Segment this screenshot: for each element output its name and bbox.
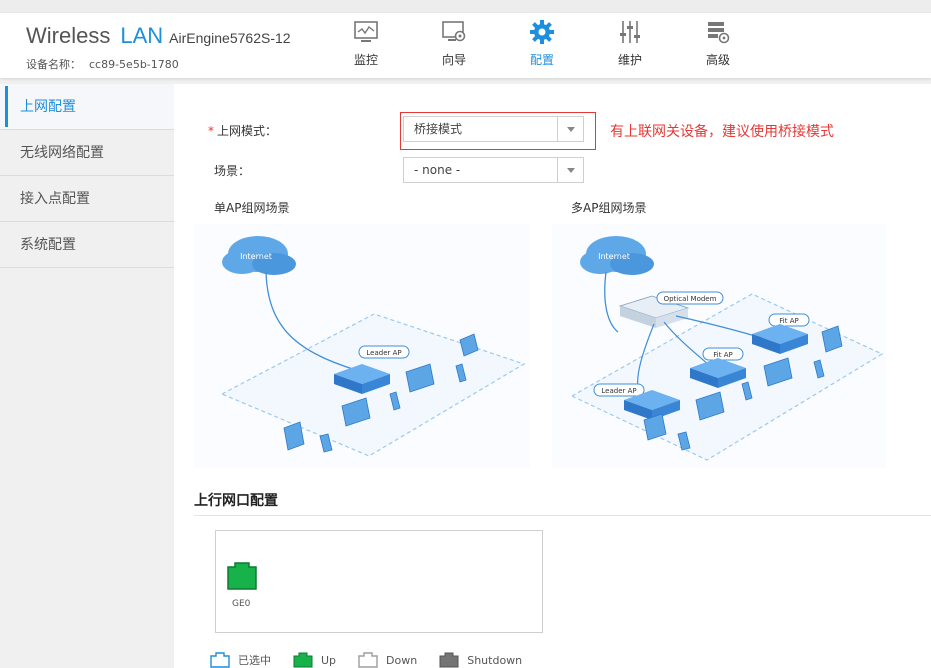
- leader-ap-label: Leader AP: [601, 387, 636, 395]
- nav-maintain-label: 维护: [617, 53, 642, 67]
- brand: Wireless LAN AirEngine5762S-12: [26, 23, 291, 49]
- legend-shutdown: Shutdown: [439, 652, 522, 668]
- legend-selected: 已选中: [210, 652, 271, 668]
- brand-lan: LAN: [120, 23, 164, 48]
- internet-label: Internet: [598, 252, 630, 261]
- sidebar-item-label: 接入点配置: [20, 191, 90, 207]
- sidebar-item-label: 无线网络配置: [20, 145, 104, 161]
- gear-icon: [530, 20, 554, 44]
- sidebar-item-system-config[interactable]: 系统配置: [0, 222, 174, 268]
- port-up-icon: [293, 652, 313, 668]
- device-name-value: cc89-5e5b-1780: [89, 58, 179, 71]
- wizard-icon: [442, 21, 466, 42]
- multi-ap-scene[interactable]: Internet Optical Modem Fit AP Fit AP: [552, 224, 886, 468]
- sidebar-item-ap-config[interactable]: 接入点配置: [0, 176, 174, 222]
- port-down-icon: [358, 652, 378, 668]
- fit-ap-device-icon: [752, 324, 808, 354]
- mode-hint: 有上联网关设备，建议使用桥接模式: [610, 124, 834, 140]
- nav-maintain[interactable]: 维护: [586, 19, 674, 75]
- sidebar-item-internet-config[interactable]: 上网配置: [0, 84, 174, 130]
- scene-select[interactable]: - none -: [403, 157, 584, 183]
- single-ap-title: 单AP组网场景: [214, 201, 290, 215]
- sidebar-item-label: 上网配置: [20, 99, 76, 115]
- nav-wizard-label: 向导: [441, 53, 466, 67]
- chevron-down-icon: [557, 117, 583, 141]
- device-model: AirEngine5762S-12: [169, 30, 291, 46]
- nav-wizard[interactable]: 向导: [410, 19, 498, 75]
- multi-ap-title: 多AP组网场景: [571, 201, 647, 215]
- nav-advanced[interactable]: 高级: [674, 19, 762, 75]
- nav-config-label: 配置: [529, 53, 554, 67]
- nav-monitor-label: 监控: [353, 53, 378, 67]
- port-ge0-label: GE0: [232, 599, 251, 609]
- port-shutdown-icon: [439, 652, 459, 668]
- leader-ap-device-icon: [334, 364, 390, 394]
- sidebar-item-wireless-config[interactable]: 无线网络配置: [0, 130, 174, 176]
- uplink-port-panel: GE0: [215, 530, 543, 633]
- nav-config[interactable]: 配置: [498, 19, 586, 75]
- device-name: 设备名称： cc89-5e5b-1780: [26, 56, 179, 72]
- mode-select-value: 桥接模式: [414, 122, 463, 136]
- multi-ap-diagram: Internet Optical Modem Fit AP Fit AP: [552, 224, 886, 468]
- ethernet-port-icon: [227, 562, 257, 590]
- sidebar: 上网配置 无线网络配置 接入点配置 系统配置: [0, 84, 174, 668]
- cloud-icon: [580, 236, 654, 275]
- top-strip: [0, 0, 931, 13]
- required-mark: *: [208, 124, 214, 138]
- device-name-label: 设备名称：: [26, 58, 81, 71]
- mode-highlight-box: [400, 112, 596, 150]
- internet-label: Internet: [240, 252, 272, 261]
- fit-ap-label-1: Fit AP: [779, 317, 798, 325]
- mode-label: *上网模式：: [208, 124, 278, 138]
- single-ap-diagram: Internet Leader AP: [194, 224, 530, 468]
- fit-ap-device-icon: [690, 358, 746, 388]
- uplink-section-title: 上行网口配置: [194, 493, 278, 509]
- main-nav: 监控 向导: [322, 19, 762, 75]
- port-ge0[interactable]: [225, 561, 259, 595]
- cloud-icon: [222, 236, 296, 275]
- brand-wireless: Wireless: [26, 23, 111, 48]
- chevron-down-icon: [557, 158, 583, 182]
- fit-ap-label-2: Fit AP: [713, 351, 732, 359]
- mode-select[interactable]: 桥接模式: [403, 116, 584, 142]
- leader-ap-label: Leader AP: [366, 349, 401, 357]
- nav-monitor[interactable]: 监控: [322, 19, 410, 75]
- advanced-icon: [708, 22, 730, 44]
- optical-modem-icon: [618, 295, 690, 328]
- scene-label: 场景：: [214, 164, 251, 178]
- nav-advanced-label: 高级: [705, 53, 730, 67]
- main-content: *上网模式： 桥接模式 有上联网关设备，建议使用桥接模式 场景： - none …: [174, 84, 931, 668]
- optical-modem-label: Optical Modem: [664, 295, 717, 303]
- sidebar-item-label: 系统配置: [20, 237, 76, 253]
- monitor-icon: [354, 21, 378, 42]
- scene-select-value: - none -: [414, 163, 461, 177]
- sliders-icon: [620, 21, 640, 43]
- header: Wireless LAN AirEngine5762S-12 设备名称： cc89-5…: [0, 13, 931, 78]
- single-ap-scene[interactable]: Internet Leader AP: [194, 224, 530, 468]
- section-divider: [194, 515, 931, 516]
- legend-up: Up: [293, 652, 336, 668]
- port-selected-icon: [210, 652, 230, 668]
- legend-down: Down: [358, 652, 417, 668]
- port-legend: 已选中 Up Down Shutdown: [210, 652, 544, 668]
